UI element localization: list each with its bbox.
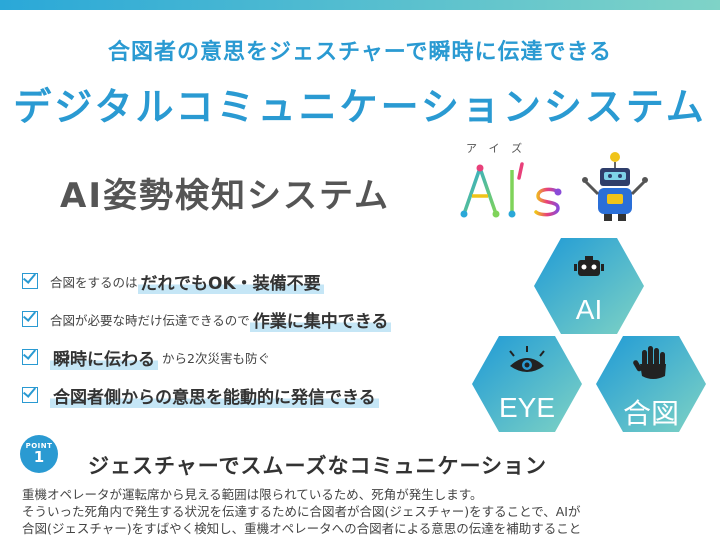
checklist-item: 合図者側からの意思を能動的に発信できる bbox=[22, 376, 472, 414]
item-highlight-text: 合図者側からの意思を能動的に発信できる bbox=[50, 382, 379, 408]
checkbox-checked-icon bbox=[22, 311, 38, 327]
item-highlight-text: だれでもOK・装備不要 bbox=[137, 268, 324, 294]
logo-ruby: アイズ bbox=[466, 142, 535, 155]
item-lead-text: 合図が必要な時だけ伝達できるので bbox=[50, 312, 250, 328]
page-subtitle: 合図者の意思をジェスチャーで瞬時に伝達できる bbox=[107, 40, 613, 65]
system-name: AI姿勢検知システム bbox=[60, 176, 390, 216]
robot-icon bbox=[574, 256, 604, 276]
item-trail-text: から2次災害も防ぐ bbox=[162, 350, 270, 366]
checkbox-checked-icon bbox=[22, 273, 38, 289]
point-title: ジェスチャーでスムーズなコミュニケーション bbox=[88, 454, 548, 478]
point-badge: POINT 1 bbox=[20, 435, 58, 473]
item-highlight-text: 瞬時に伝わる bbox=[50, 344, 158, 370]
hex-eye: EYE bbox=[472, 336, 582, 432]
body-line: 重機オペレータが運転席から見える範囲は限られているため、死角が発生します。 bbox=[22, 487, 483, 502]
hand-icon bbox=[633, 346, 666, 379]
checklist-item: 合図が必要な時だけ伝達できるので 作業に集中できる bbox=[22, 300, 472, 338]
robot-mascot-icon bbox=[582, 152, 648, 221]
hex-label-eye: EYE bbox=[498, 392, 556, 423]
item-highlight-text: 作業に集中できる bbox=[249, 306, 392, 332]
feature-hexagons: AI EYE bbox=[470, 238, 720, 438]
checkbox-checked-icon bbox=[22, 387, 38, 403]
hex-gesture: 合図 bbox=[596, 336, 706, 432]
item-lead-text: 合図をするのは bbox=[50, 274, 138, 290]
page-title: デジタルコミュニケーションシステム bbox=[13, 85, 707, 129]
point-badge-number: 1 bbox=[33, 448, 45, 466]
point-badge-label: POINT bbox=[25, 442, 53, 450]
checkbox-checked-icon bbox=[22, 349, 38, 365]
top-accent-bar bbox=[0, 0, 720, 10]
feature-checklist: 合図をするのは だれでもOK・装備不要 合図が必要な時だけ伝達できるので 作業に… bbox=[22, 262, 472, 414]
checklist-item: 瞬時に伝わる から2次災害も防ぐ bbox=[22, 338, 472, 376]
hex-label-ai: AI bbox=[575, 294, 603, 325]
checklist-item: 合図をするのは だれでもOK・装備不要 bbox=[22, 262, 472, 300]
hex-ai: AI bbox=[534, 238, 644, 334]
eye-icon bbox=[509, 346, 545, 372]
hex-label-gesture: 合図 bbox=[622, 398, 679, 429]
body-line: 合図(ジェスチャー)をすばやく検知し、重機オペレータへの合図者による意思の伝達を… bbox=[22, 521, 582, 536]
ais-logo bbox=[460, 162, 562, 218]
body-line: そういった死角内で発生する状況を伝達するために合図者が合図(ジェスチャー)をする… bbox=[22, 504, 581, 519]
point-body-text: 重機オペレータが運転席から見える範囲は限られているため、死角が発生します。 そう… bbox=[22, 486, 712, 537]
